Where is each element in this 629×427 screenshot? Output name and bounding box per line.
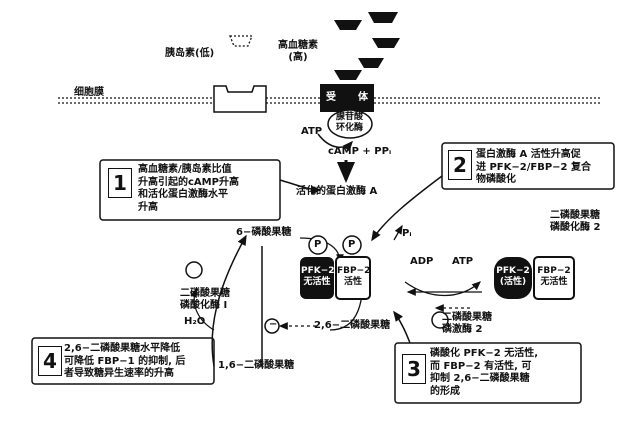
step-4-number: 4: [38, 346, 62, 376]
pka-label: 活化的蛋白激酶 A: [296, 186, 378, 197]
f16bp-label: 1,6−二磷酸果糖: [218, 360, 295, 371]
receptor-label-b: 体: [358, 92, 368, 103]
pfk2-inactive-block: [300, 257, 334, 299]
step-2-box: [441, 142, 615, 190]
insulin-receptor: [213, 85, 267, 113]
insulin-molecule: [229, 35, 253, 47]
camp-label: cAMP + PPᵢ: [328, 146, 392, 157]
glucagon-receptor: [320, 84, 374, 112]
step-3-text: 磷酸化 PFK−2 无活性, 而 FBP−2 有活性, 可 抑制 2,6−二磷酸…: [430, 348, 539, 397]
step-3-number: 3: [402, 354, 426, 384]
atp2-label: ATP: [452, 256, 474, 267]
h2o-label: H₂O: [184, 316, 206, 327]
fbpase1-label: 二磷酸果糖 磷酸化酶 I: [180, 288, 230, 311]
fbp2-active-label: FBP−2 活性: [337, 266, 371, 287]
step-4-text: 2,6−二磷酸果糖水平降低 可降低 FBP−1 的抑制, 后 者导致糖异生速率的…: [64, 343, 186, 379]
step-1-text: 高血糖素/胰岛素比值 升高引起的cAMP升高 和活化蛋白激酶水平 升高: [138, 164, 239, 213]
phosphatase2-label: 二磷酸果糖 磷酸化酶 2: [550, 210, 601, 233]
inhibition-circle: [264, 318, 280, 334]
pfk2-active-block: [494, 257, 532, 299]
step-1-number: 1: [108, 168, 132, 198]
fbp2-inactive-block: [533, 256, 575, 300]
step-1-box: [99, 159, 281, 221]
p-marker-2-label: P: [348, 239, 356, 250]
p-marker-1-label: P: [314, 239, 322, 250]
f26bp-label: 2,6−二磷酸果糖: [314, 320, 391, 331]
inhibition-symbol: −: [269, 319, 278, 330]
adenylate-cyclase-label: 腺苷酸 环化酶: [336, 112, 364, 133]
pi-label: Pᵢ: [402, 228, 412, 239]
step-2-number: 2: [448, 150, 472, 180]
fbp2-active-block: [335, 256, 371, 300]
p-marker-1: [308, 235, 328, 255]
adp-label: ADP: [410, 256, 434, 267]
stimulation-circle-right: [431, 311, 449, 329]
atp-label: ATP: [301, 126, 323, 137]
glucagon-molecules: [334, 12, 400, 80]
insulin-label: 胰岛素(低): [165, 48, 215, 59]
fbp2-inactive-label: FBP−2 无活性: [537, 266, 571, 287]
pfk2-active-label: PFK−2 (活性): [496, 266, 530, 287]
p-marker-2: [342, 235, 362, 255]
adenylate-cyclase: [327, 109, 373, 139]
stimulation-circle-left: [185, 261, 203, 279]
receptor-label-a: 受: [326, 92, 336, 103]
kinase2-label: 二磷酸果糖 磷激酶 2: [442, 312, 492, 335]
glucagon-label: 高血糖素 (高): [278, 40, 318, 63]
step-2-text: 蛋白激酶 A 活性升高促 进 PFK−2/FBP−2 复合 物磷酸化: [476, 149, 591, 185]
pfk2-inactive-label: PFK−2 无活性: [301, 266, 335, 287]
cell-membrane-label: 细胞膜: [74, 87, 104, 98]
f6p-label: 6−磷酸果糖: [236, 227, 292, 238]
step-3-box: [394, 342, 582, 404]
